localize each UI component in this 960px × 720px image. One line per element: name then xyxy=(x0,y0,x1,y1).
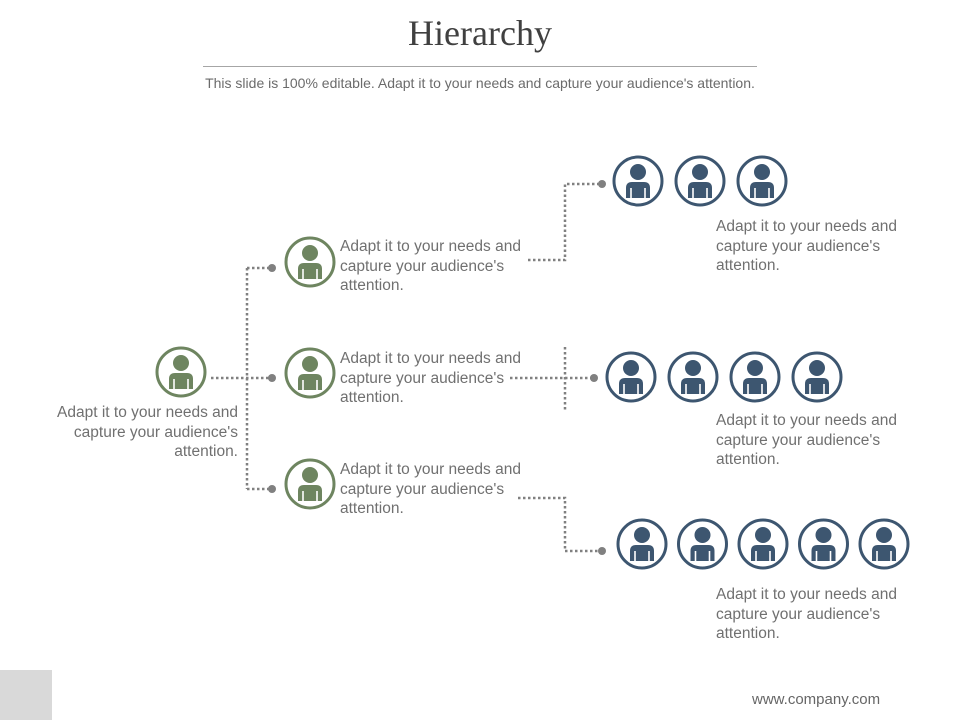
footer-website: www.company.com xyxy=(752,691,881,708)
root-node-text-line-2: capture your audience's xyxy=(73,423,238,441)
branch-3-text-line-1: Adapt it to your needs and xyxy=(340,461,521,478)
branch-3-text-line-2: capture your audience's xyxy=(340,480,505,498)
page-title: Hierarchy xyxy=(408,13,552,53)
branch-3-text-line-3: attention. xyxy=(340,500,404,517)
branch-3-connector-dot xyxy=(268,485,276,493)
group-2-text-line-1: Adapt it to your needs and xyxy=(716,412,897,429)
group-1-member-1-person-icon xyxy=(612,155,664,207)
branch-1-to-group-connector xyxy=(528,182,600,262)
group-1-text-line-3: attention. xyxy=(716,257,780,274)
branch-3-to-group-connector xyxy=(518,496,600,553)
group-1-text-line-2: capture your audience's xyxy=(716,237,881,255)
group-1-text: Adapt it to your needs and capture your … xyxy=(716,217,897,276)
branch-2-text: Adapt it to your needs and capture your … xyxy=(340,349,521,408)
root-node-text: Adapt it to your needs and capture your … xyxy=(57,403,238,462)
group-3-member-1-person-icon xyxy=(616,518,668,570)
branch-1-text-line-1: Adapt it to your needs and xyxy=(340,238,521,255)
page-subtitle: This slide is 100% editable. Adapt it to… xyxy=(205,75,755,91)
root-node-text-line-3: attention. xyxy=(174,443,238,460)
group-2-text: Adapt it to your needs and capture your … xyxy=(716,411,897,470)
group-1-connector-dot xyxy=(598,180,606,188)
group-1-text-line-1: Adapt it to your needs and xyxy=(716,218,897,235)
branch-1-text-line-3: attention. xyxy=(340,277,404,294)
title-divider xyxy=(203,66,757,67)
root-person-icon xyxy=(155,346,207,398)
group-3-text-line-1: Adapt it to your needs and xyxy=(716,586,897,603)
group-2-connector-dot xyxy=(590,374,598,382)
group-3-connector-dot xyxy=(598,547,606,555)
branch-3-person-icon xyxy=(284,458,336,510)
group-3-member-2-person-icon xyxy=(677,518,728,570)
branch-2-connector-dot xyxy=(268,374,276,382)
group-2-text-line-2: capture your audience's xyxy=(716,431,881,449)
branch-2-text-line-1: Adapt it to your needs and xyxy=(340,350,521,367)
branch-2-text-line-3: attention. xyxy=(340,389,404,406)
group-2-member-3-person-icon xyxy=(729,351,781,403)
branch-2-text-line-2: capture your audience's xyxy=(340,369,505,387)
group-3-text-line-2: capture your audience's xyxy=(716,605,881,623)
connector-lines xyxy=(211,180,606,555)
group-2-member-4-person-icon xyxy=(791,351,843,403)
group-1-member-2-person-icon xyxy=(674,155,726,207)
group-2-text-line-3: attention. xyxy=(716,451,780,468)
branch-3-text: Adapt it to your needs and capture your … xyxy=(340,460,521,519)
branch-1-text-line-2: capture your audience's xyxy=(340,257,505,275)
branch-2-person-icon xyxy=(284,347,336,399)
branch-1-person-icon xyxy=(284,236,336,288)
group-2-member-2-person-icon xyxy=(667,351,719,403)
group-2-member-1-person-icon xyxy=(605,351,657,403)
branch-1-text: Adapt it to your needs and capture your … xyxy=(340,237,521,296)
group-3-member-4-person-icon xyxy=(798,518,849,570)
group-3-text-line-3: attention. xyxy=(716,625,780,642)
group-1-member-3-person-icon xyxy=(736,155,788,207)
root-node-text-line-1: Adapt it to your needs and xyxy=(57,404,238,421)
group-3-member-5-person-icon xyxy=(858,518,910,570)
corner-decoration xyxy=(0,670,52,720)
group-3-text: Adapt it to your needs and capture your … xyxy=(716,585,897,644)
branch-1-connector-dot xyxy=(268,264,276,272)
group-3-member-3-person-icon xyxy=(737,518,789,570)
